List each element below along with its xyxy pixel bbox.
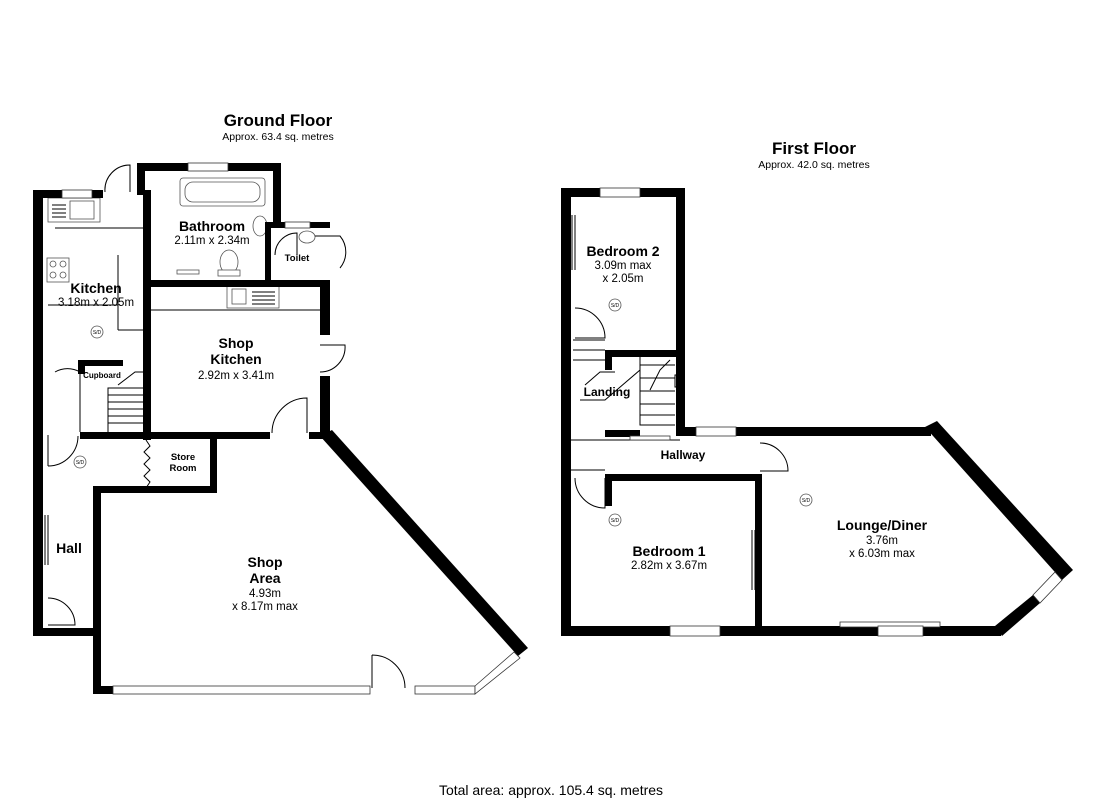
hall-label: Hall	[56, 540, 82, 556]
ground-floor-plan: S/D S/D Ground Floor Approx. 63.4 sq. me…	[33, 111, 528, 695]
cupboard-label: Cupboard	[83, 371, 121, 380]
hob-icon	[46, 257, 70, 283]
bedroom2-dims-1: 3.09m max	[595, 260, 652, 272]
ground-floor-thin-lines	[48, 227, 320, 331]
ground-floor-smoke-detectors: S/D S/D	[73, 325, 104, 469]
toilet-label: Toilet	[285, 253, 310, 264]
basin-icon	[252, 215, 268, 237]
first-floor-area: Approx. 42.0 sq. metres	[758, 159, 869, 171]
kitchen-dims: 3.18m x 2.05m	[58, 297, 134, 309]
hallway-label: Hallway	[661, 448, 706, 462]
shop-area-dims-2: x 8.17m max	[232, 601, 298, 613]
shop-kitchen-label-1: Shop	[219, 335, 254, 351]
store-room-divider	[143, 439, 151, 489]
smoke-detector-icon	[608, 513, 622, 527]
first-floor-doors	[574, 307, 789, 509]
svg-text:S/D: S/D	[802, 498, 811, 504]
svg-text:S/D: S/D	[611, 518, 620, 524]
bedroom2-dims-2: x 2.05m	[603, 273, 644, 285]
ground-floor-windows	[44, 162, 521, 695]
smoke-detector-icon	[608, 298, 622, 312]
ground-floor-stairs	[107, 371, 149, 434]
smoke-detector-icon	[90, 325, 104, 339]
ground-floor-area: Approx. 63.4 sq. metres	[222, 131, 333, 143]
smoke-detector-icon	[799, 493, 813, 507]
lounge-diner-dims-1: 3.76m	[866, 535, 898, 547]
first-floor-plan: S/D S/D S/D First Floor Approx. 42.0 sq.…	[561, 139, 1073, 637]
first-floor-windows	[599, 187, 1063, 637]
store-room-label-1: Store	[171, 452, 195, 463]
bedroom1-label: Bedroom 1	[632, 543, 705, 559]
bathroom-fittings	[176, 177, 316, 277]
lounge-diner-dims-2: x 6.03m max	[849, 548, 915, 560]
toilet-basin-icon	[298, 230, 316, 244]
first-floor-smoke-detectors: S/D S/D S/D	[608, 298, 813, 527]
svg-text:S/D: S/D	[76, 460, 85, 466]
kitchen-label: Kitchen	[70, 280, 121, 296]
store-room-label-2: Room	[170, 463, 197, 474]
bedroom2-label: Bedroom 2	[586, 243, 659, 259]
bedroom1-dims: 2.82m x 3.67m	[631, 560, 707, 572]
ground-floor-title: Ground Floor	[224, 111, 333, 130]
shop-kitchen-dims: 2.92m x 3.41m	[198, 370, 274, 382]
bathroom-label: Bathroom	[179, 218, 245, 234]
shop-kitchen-label-2: Kitchen	[210, 351, 261, 367]
bathroom-dims: 2.11m x 2.34m	[174, 235, 249, 247]
shop-area-label-1: Shop	[248, 554, 283, 570]
kitchen-fittings	[46, 197, 101, 283]
total-area: Total area: approx. 105.4 sq. metres	[439, 782, 663, 798]
landing-label: Landing	[584, 385, 631, 399]
ground-floor-walls	[33, 163, 528, 694]
smoke-detector-icon	[73, 455, 87, 469]
ground-floor-doors	[47, 164, 406, 689]
shop-area-dims-1: 4.93m	[249, 588, 281, 600]
svg-text:S/D: S/D	[93, 330, 102, 336]
svg-text:S/D: S/D	[611, 303, 620, 309]
shop-area-label-2: Area	[249, 570, 280, 586]
lounge-diner-label: Lounge/Diner	[837, 517, 928, 533]
first-floor-title: First Floor	[772, 139, 856, 158]
